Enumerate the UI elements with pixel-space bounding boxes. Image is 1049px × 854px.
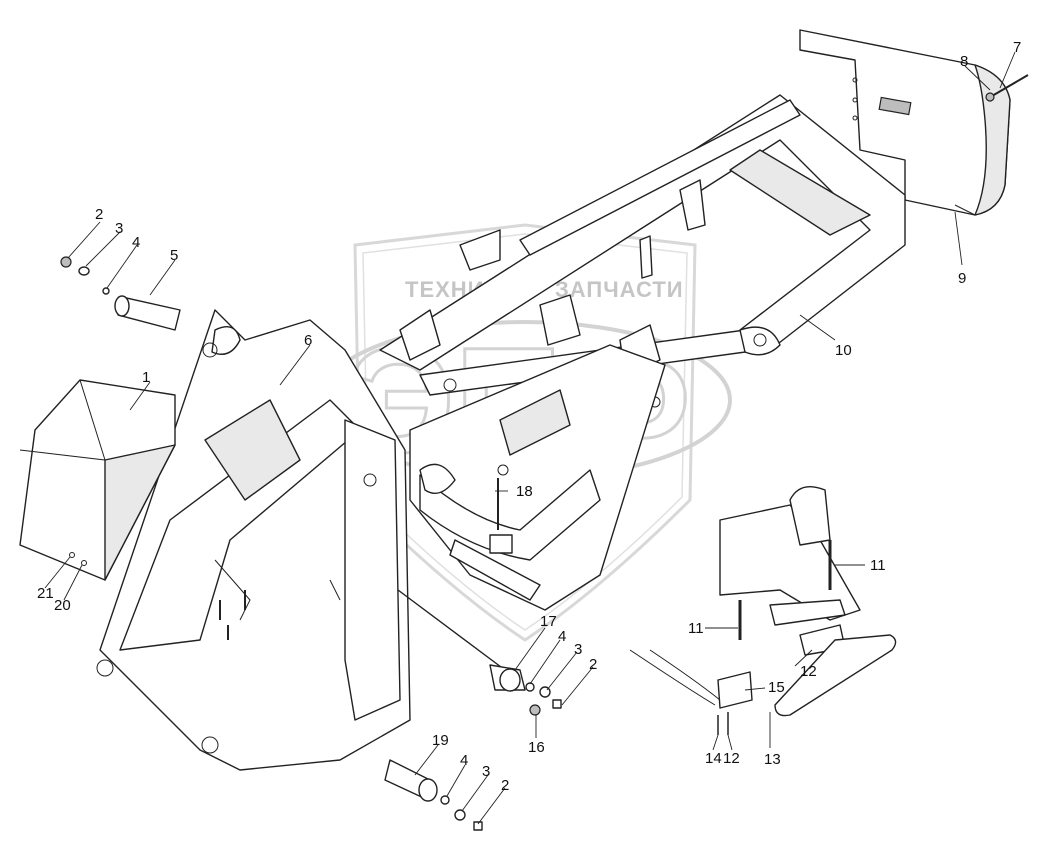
detail-view (629, 486, 897, 735)
callout-2-bottom: 2 (501, 777, 509, 794)
callout-3-top: 3 (115, 220, 123, 237)
callout-19: 19 (432, 732, 449, 749)
counterweight-part (799, 29, 1011, 216)
pin-group-bottom (384, 759, 483, 831)
front-frame-part (96, 309, 411, 771)
callout-4-mid: 4 (558, 628, 566, 645)
watermark-shield-inner (362, 233, 688, 631)
callout-12-right: 12 (800, 663, 817, 680)
callout-15: 15 (768, 679, 785, 696)
callout-4-bottom: 4 (460, 752, 468, 769)
pin-group-mid (397, 589, 562, 716)
callout-9: 9 (958, 270, 966, 287)
callout-4-top: 4 (132, 234, 140, 251)
watermark-text-right: ЗАПЧАСТИ (555, 277, 684, 302)
callout-2-top: 2 (95, 206, 103, 223)
callout-11-left: 11 (688, 620, 704, 637)
callout-18: 18 (516, 483, 533, 500)
cover-part (19, 379, 176, 581)
callout-5: 5 (170, 247, 178, 264)
callout-7: 7 (1013, 39, 1021, 56)
callout-16: 16 (528, 739, 545, 756)
callout-10: 10 (835, 342, 852, 359)
callout-20: 20 (54, 597, 71, 614)
callout-labels: 1 2 3 4 5 6 7 8 9 10 11 11 12 15 13 14 1… (37, 39, 1021, 794)
callout-3-mid: 3 (574, 641, 582, 658)
bolt-part (985, 74, 1029, 102)
callout-17: 17 (540, 613, 557, 630)
leader-lines (44, 51, 1016, 825)
callout-2-mid: 2 (589, 656, 597, 673)
callout-12-bottom: 12 (723, 750, 740, 767)
rear-frame-lower-part (409, 344, 666, 611)
callout-6: 6 (304, 332, 312, 349)
callout-1: 1 (142, 369, 150, 386)
callout-3-bottom: 3 (482, 763, 490, 780)
callout-13: 13 (764, 751, 781, 768)
callout-8: 8 (960, 53, 968, 70)
watermark-shield (353, 223, 697, 642)
callout-21: 21 (37, 585, 54, 602)
callout-14: 14 (705, 750, 722, 767)
callout-11-right: 11 (870, 557, 886, 574)
pin-group-top (60, 256, 181, 331)
